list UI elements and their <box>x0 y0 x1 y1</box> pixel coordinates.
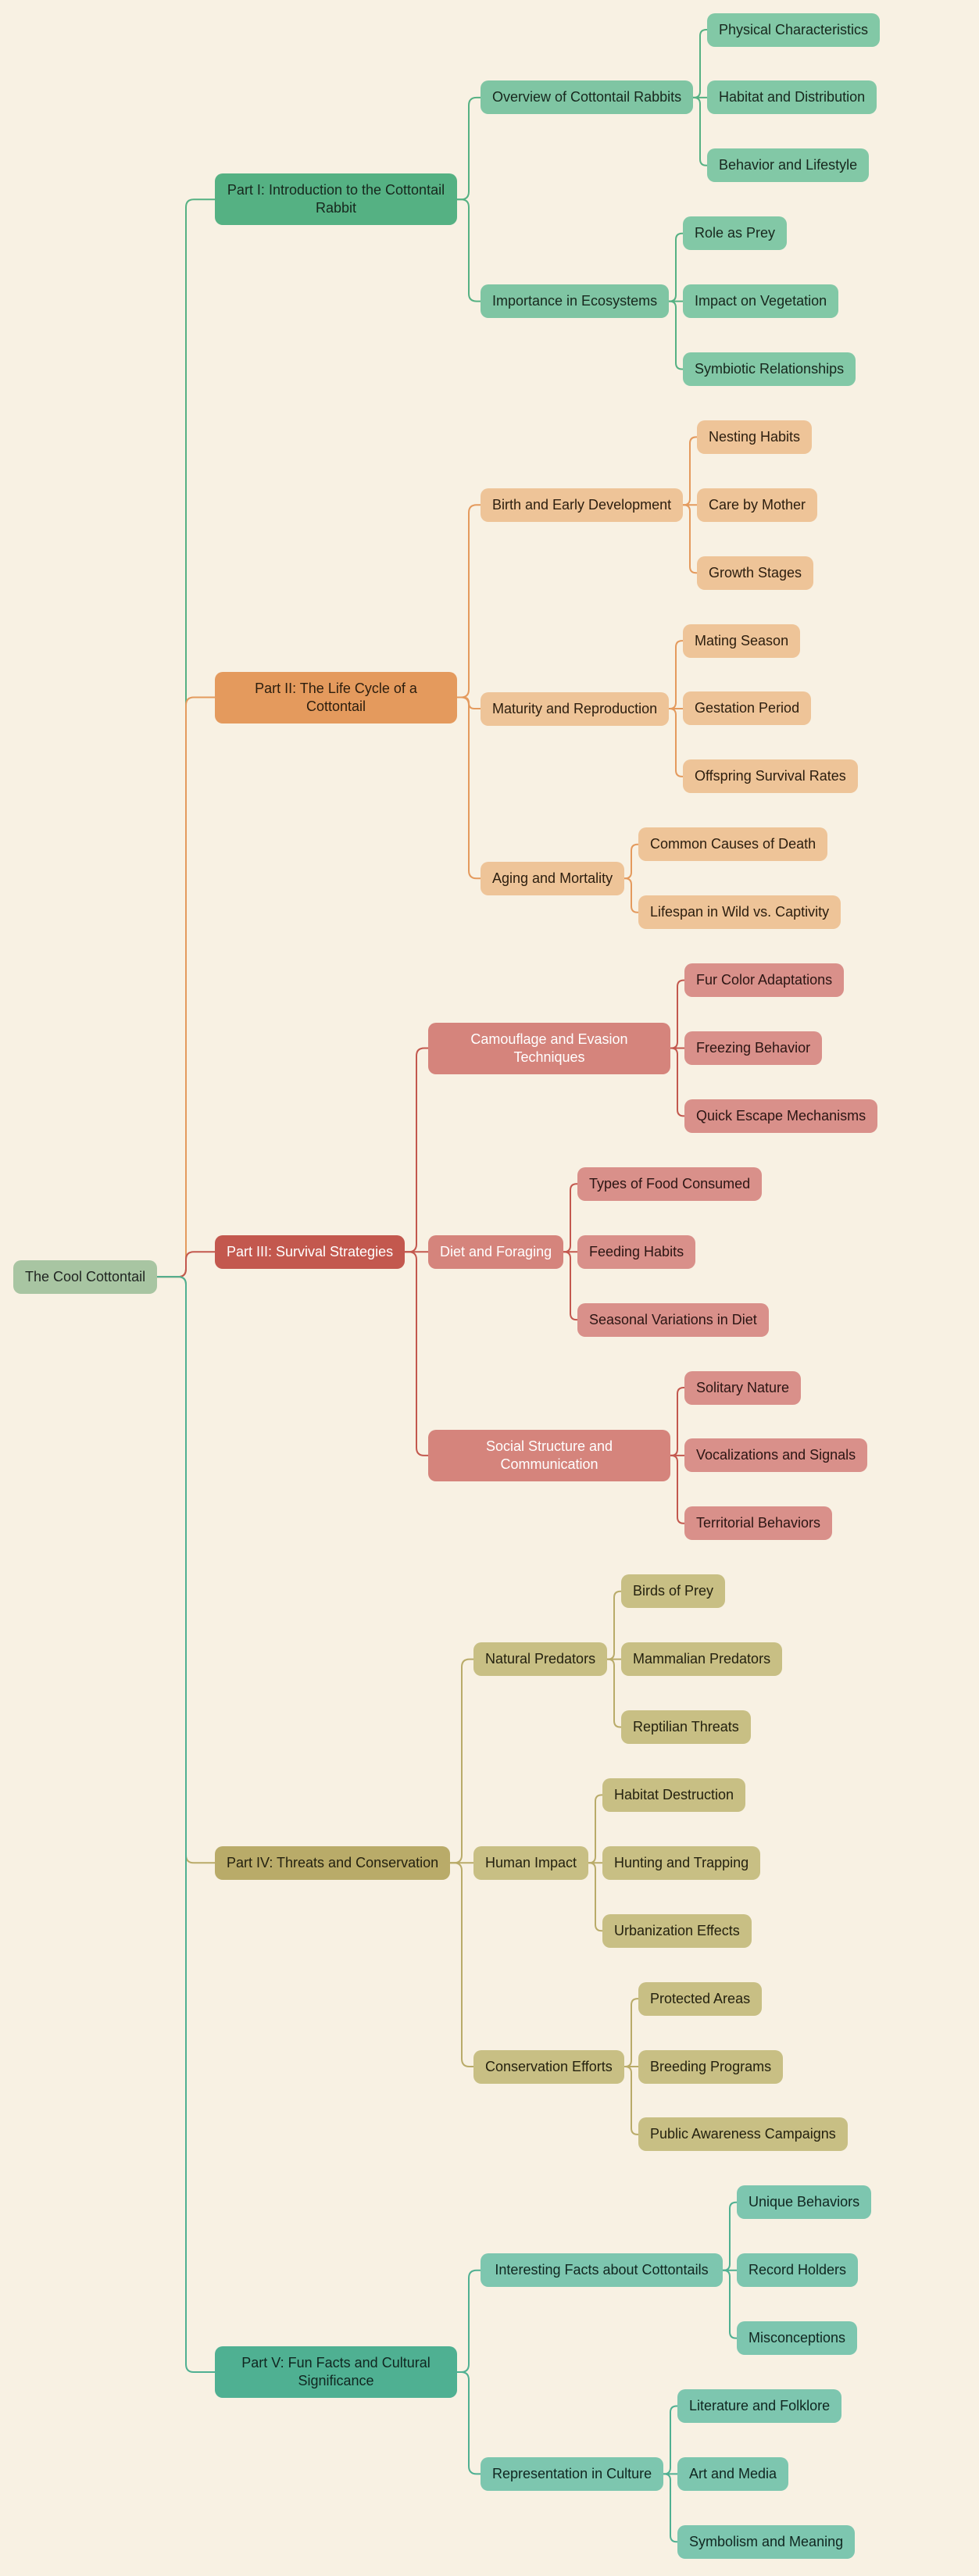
node-importance-in-ecosystems[interactable]: Importance in Ecosystems <box>481 284 670 319</box>
node-protected-areas[interactable]: Protected Areas <box>638 1982 763 2017</box>
edge-part-v-fun-facts-and-cultural-significance <box>156 1276 216 2374</box>
edge-interesting-facts-about-cottontails <box>456 2269 481 2374</box>
edge-birds-of-prey <box>606 1590 622 1660</box>
edge-seasonal-variations-in-diet <box>563 1251 578 1321</box>
edge-fur-color-adaptations <box>670 979 685 1049</box>
edge-reptilian-threats <box>606 1658 622 1728</box>
edge-territorial-behaviors <box>670 1454 685 1524</box>
edge-part-iii-survival-strategies <box>156 1251 216 1278</box>
node-freezing-behavior[interactable]: Freezing Behavior <box>684 1031 823 1066</box>
edge-representation-in-culture <box>456 2371 481 2475</box>
edge-literature-and-folklore <box>663 2405 678 2475</box>
edge-solitary-nature <box>670 1387 685 1456</box>
node-symbiotic-relationships[interactable]: Symbiotic Relationships <box>683 352 856 387</box>
edge-offspring-survival-rates <box>668 708 684 777</box>
node-part-ii-the-life-cycle-of-a-cottontail[interactable]: Part II: The Life Cycle of a Cottontail <box>215 672 457 724</box>
node-record-holders[interactable]: Record Holders <box>737 2253 859 2288</box>
edge-physical-characteristics <box>692 29 708 98</box>
edge-overview-of-cottontail-rabbits <box>456 96 481 201</box>
node-impact-on-vegetation[interactable]: Impact on Vegetation <box>683 284 839 319</box>
node-part-i-introduction-to-the-cottontail-rabbit[interactable]: Part I: Introduction to the Cottontail R… <box>215 173 457 226</box>
node-nesting-habits[interactable]: Nesting Habits <box>697 420 813 455</box>
edge-natural-predators <box>449 1658 474 1864</box>
edge-conservation-efforts <box>449 1862 474 2067</box>
node-habitat-and-distribution[interactable]: Habitat and Distribution <box>707 80 877 115</box>
node-breeding-programs[interactable]: Breeding Programs <box>638 2050 784 2085</box>
node-habitat-destruction[interactable]: Habitat Destruction <box>602 1778 746 1813</box>
node-social-structure-and-communication[interactable]: Social Structure and Communication <box>428 1430 670 1482</box>
edge-quick-escape-mechanisms <box>670 1047 685 1117</box>
node-mating-season[interactable]: Mating Season <box>683 624 801 659</box>
node-mammalian-predators[interactable]: Mammalian Predators <box>621 1642 783 1677</box>
node-conservation-efforts[interactable]: Conservation Efforts <box>473 2050 624 2085</box>
node-unique-behaviors[interactable]: Unique Behaviors <box>737 2185 872 2220</box>
edge-symbolism-and-meaning <box>663 2473 678 2543</box>
node-interesting-facts-about-cottontails[interactable]: Interesting Facts about Cottontails <box>481 2253 723 2288</box>
edge-urbanization-effects <box>588 1862 603 1932</box>
node-offspring-survival-rates[interactable]: Offspring Survival Rates <box>683 759 858 794</box>
node-lifespan-in-wild-vs-captivity[interactable]: Lifespan in Wild vs. Captivity <box>638 895 841 930</box>
node-natural-predators[interactable]: Natural Predators <box>473 1642 608 1677</box>
node-quick-escape-mechanisms[interactable]: Quick Escape Mechanisms <box>684 1099 878 1134</box>
edge-aging-and-mortality <box>456 696 481 880</box>
node-art-and-media[interactable]: Art and Media <box>677 2457 789 2492</box>
edge-camouflage-and-evasion-techniques <box>404 1047 429 1253</box>
node-symbolism-and-meaning[interactable]: Symbolism and Meaning <box>677 2525 856 2560</box>
node-vocalizations-and-signals[interactable]: Vocalizations and Signals <box>684 1438 868 1473</box>
node-territorial-behaviors[interactable]: Territorial Behaviors <box>684 1506 833 1541</box>
node-feeding-habits[interactable]: Feeding Habits <box>577 1235 696 1270</box>
node-part-iv-threats-and-conservation[interactable]: Part IV: Threats and Conservation <box>215 1846 451 1881</box>
edge-common-causes-of-death <box>623 843 639 880</box>
node-fur-color-adaptations[interactable]: Fur Color Adaptations <box>684 963 845 998</box>
node-growth-stages[interactable]: Growth Stages <box>697 556 814 591</box>
edge-lifespan-in-wild-vs-captivity <box>623 877 639 913</box>
node-the-cool-cottontail[interactable]: The Cool Cottontail <box>13 1260 158 1295</box>
node-urbanization-effects[interactable]: Urbanization Effects <box>602 1914 752 1949</box>
node-camouflage-and-evasion-techniques[interactable]: Camouflage and Evasion Techniques <box>428 1023 670 1075</box>
node-behavior-and-lifestyle[interactable]: Behavior and Lifestyle <box>707 148 870 183</box>
node-human-impact[interactable]: Human Impact <box>473 1846 589 1881</box>
edge-growth-stages <box>682 504 698 574</box>
node-common-causes-of-death[interactable]: Common Causes of Death <box>638 827 828 862</box>
edge-types-of-food-consumed <box>563 1183 578 1253</box>
node-public-awareness-campaigns[interactable]: Public Awareness Campaigns <box>638 2117 848 2152</box>
edge-part-ii-the-life-cycle-of-a-cottontail <box>156 696 216 1278</box>
edge-nesting-habits <box>682 436 698 506</box>
node-overview-of-cottontail-rabbits[interactable]: Overview of Cottontail Rabbits <box>481 80 694 115</box>
edge-habitat-destruction <box>588 1794 603 1864</box>
edge-protected-areas <box>623 1998 639 2067</box>
node-seasonal-variations-in-diet[interactable]: Seasonal Variations in Diet <box>577 1303 769 1338</box>
node-part-iii-survival-strategies[interactable]: Part III: Survival Strategies <box>215 1235 406 1270</box>
node-birds-of-prey[interactable]: Birds of Prey <box>621 1574 726 1609</box>
edge-social-structure-and-communication <box>404 1251 429 1456</box>
node-hunting-and-trapping[interactable]: Hunting and Trapping <box>602 1846 761 1881</box>
node-types-of-food-consumed[interactable]: Types of Food Consumed <box>577 1167 763 1202</box>
node-care-by-mother[interactable]: Care by Mother <box>697 488 818 523</box>
edge-mating-season <box>668 640 684 709</box>
node-misconceptions[interactable]: Misconceptions <box>737 2321 858 2356</box>
edge-behavior-and-lifestyle <box>692 96 708 166</box>
node-birth-and-early-development[interactable]: Birth and Early Development <box>481 488 684 523</box>
edge-importance-in-ecosystems <box>456 198 481 302</box>
node-solitary-nature[interactable]: Solitary Nature <box>684 1371 802 1406</box>
edge-public-awareness-campaigns <box>623 2066 639 2135</box>
node-reptilian-threats[interactable]: Reptilian Threats <box>621 1710 751 1745</box>
node-maturity-and-reproduction[interactable]: Maturity and Reproduction <box>481 692 670 727</box>
node-gestation-period[interactable]: Gestation Period <box>683 691 812 726</box>
node-part-v-fun-facts-and-cultural-significance[interactable]: Part V: Fun Facts and Cultural Significa… <box>215 2346 457 2399</box>
node-role-as-prey[interactable]: Role as Prey <box>683 216 788 251</box>
edge-role-as-prey <box>668 232 684 302</box>
node-representation-in-culture[interactable]: Representation in Culture <box>481 2457 664 2492</box>
edge-unique-behaviors <box>722 2201 738 2271</box>
node-literature-and-folklore[interactable]: Literature and Folklore <box>677 2389 842 2424</box>
edge-symbiotic-relationships <box>668 300 684 370</box>
node-diet-and-foraging[interactable]: Diet and Foraging <box>428 1235 564 1270</box>
edge-misconceptions <box>722 2269 738 2339</box>
node-aging-and-mortality[interactable]: Aging and Mortality <box>481 862 625 896</box>
edge-birth-and-early-development <box>456 504 481 698</box>
node-physical-characteristics[interactable]: Physical Characteristics <box>707 13 881 48</box>
